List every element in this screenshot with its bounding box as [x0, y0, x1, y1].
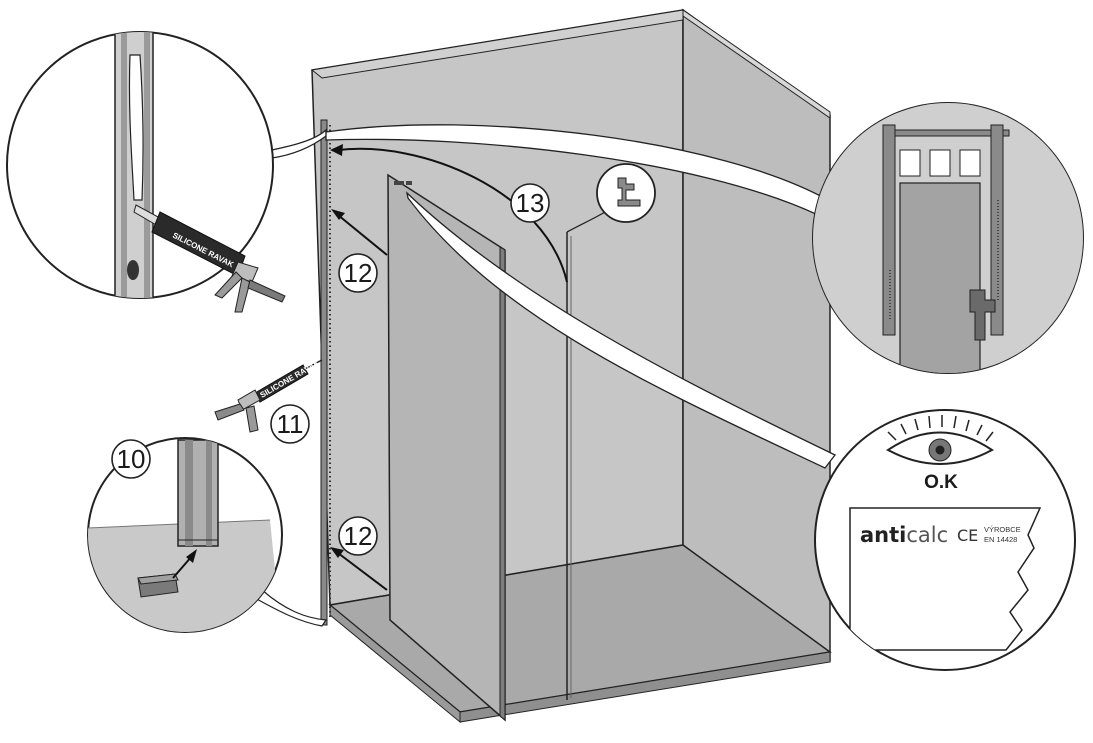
seal-profile-callout [566, 163, 656, 233]
step-badge-12-top: 12 [338, 253, 378, 293]
svg-text:10: 10 [117, 444, 146, 474]
step-badge-11: 11 [270, 404, 310, 444]
step-12-arrows [330, 209, 388, 591]
glass-panel-edge [499, 246, 506, 722]
step-13-arrow [337, 147, 568, 283]
glass-stamp [394, 181, 412, 185]
step-badge-12-bottom: 12 [338, 516, 378, 556]
detail-circle-silicone-profile: SILICONE RAVAK [6, 31, 286, 313]
shower-enclosure [310, 8, 832, 724]
maker-line-1: VÝROBCE [984, 525, 1021, 534]
callout-band-bottom-left [254, 589, 328, 627]
brand-name: anticalc [860, 523, 948, 547]
tray-lip-front [459, 651, 831, 723]
eye-icon [886, 415, 994, 465]
detail-circle-tray-block [87, 437, 283, 633]
step-badge-10: 10 [111, 439, 151, 479]
seal-profile-icon [617, 177, 641, 207]
wall-profile [320, 119, 328, 626]
svg-text:11: 11 [277, 409, 304, 439]
step-badge-13: 13 [510, 183, 550, 223]
gun-label-middle: SILICONE RAVAK [259, 358, 322, 400]
ok-label: O.K [924, 472, 958, 493]
callout-band-bottom-right [405, 191, 837, 469]
detail-circle-inspection: O.K anticalc CE VÝROBCE EN 14428 [814, 409, 1076, 671]
svg-text:13: 13 [516, 188, 545, 218]
left-wall-frame [310, 9, 684, 79]
detail-circle-profile-end [812, 102, 1084, 374]
maker-line-2: EN 14428 [984, 535, 1017, 544]
step-13-arrowhead [330, 144, 343, 156]
svg-text:12: 12 [344, 521, 373, 551]
label-plate [849, 507, 1042, 651]
ce-mark: CE [957, 526, 978, 545]
svg-text:12: 12 [344, 258, 373, 288]
